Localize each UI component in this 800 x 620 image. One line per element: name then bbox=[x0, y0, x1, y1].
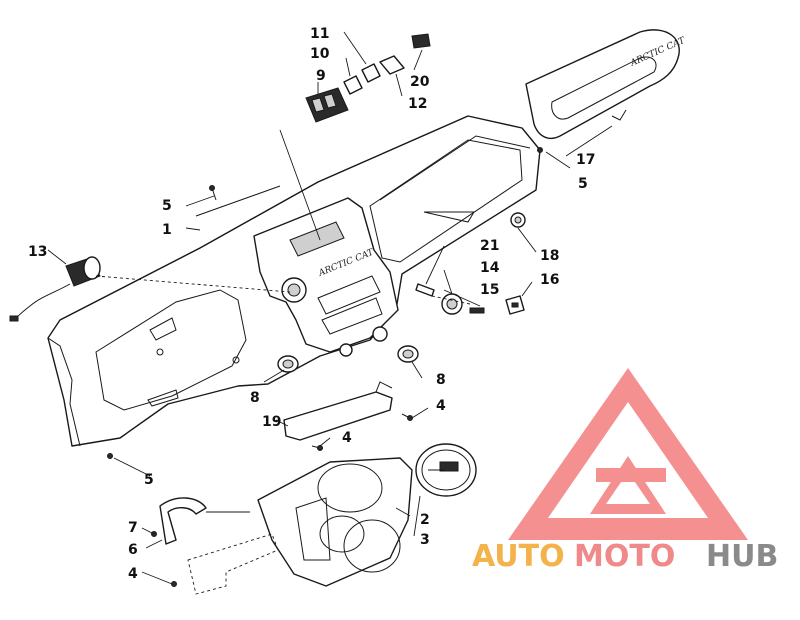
plug-8-left bbox=[277, 355, 299, 373]
callout-15: 15 bbox=[480, 282, 499, 298]
callout-3: 3 bbox=[420, 532, 430, 548]
callout-12: 12 bbox=[408, 96, 427, 112]
callout-9: 9 bbox=[316, 68, 326, 84]
callout-labels: 5 1 13 11 10 9 20 12 17 5 21 18 14 16 15… bbox=[28, 26, 595, 582]
callout-20: 20 bbox=[410, 74, 430, 90]
switch-11 bbox=[361, 63, 381, 83]
callout-8-right: 8 bbox=[436, 372, 446, 388]
callout-13: 13 bbox=[28, 244, 47, 260]
trim-ring-6 bbox=[159, 497, 207, 545]
callout-5-top: 5 bbox=[162, 198, 172, 214]
plug-8-right bbox=[397, 345, 419, 363]
screw-5-right bbox=[537, 147, 543, 153]
switch-9 bbox=[305, 87, 349, 123]
callout-18: 18 bbox=[540, 248, 559, 264]
switch-12 bbox=[379, 55, 405, 75]
ignition-13 bbox=[9, 256, 101, 322]
watermark-text: AUTO MOTO HUB bbox=[472, 539, 778, 574]
watermark-moto: MOTO bbox=[574, 539, 675, 574]
watermark-logo bbox=[508, 368, 748, 540]
switch-20 bbox=[411, 33, 431, 49]
gauge-pod-2 bbox=[257, 457, 413, 587]
callout-16: 16 bbox=[540, 272, 559, 288]
leader-lines bbox=[47, 31, 613, 585]
instrument-cover-17: ARCTIC CAT bbox=[525, 29, 687, 140]
screw-15 bbox=[469, 307, 485, 314]
knob-16 bbox=[505, 295, 525, 315]
screw-5-top bbox=[209, 185, 217, 201]
callout-10: 10 bbox=[310, 46, 330, 62]
gauge-3 bbox=[415, 443, 477, 497]
callout-5-right: 5 bbox=[578, 176, 588, 192]
callout-7: 7 bbox=[128, 520, 138, 536]
dash-panel-1: ARCTIC CAT bbox=[47, 115, 541, 447]
bracket-19 bbox=[283, 381, 393, 441]
watermark-auto: AUTO bbox=[472, 539, 565, 574]
callout-17: 17 bbox=[576, 152, 595, 168]
callout-1: 1 bbox=[162, 222, 172, 238]
callout-4-mid: 4 bbox=[342, 430, 352, 446]
grommet-18 bbox=[510, 212, 526, 228]
callout-14: 14 bbox=[480, 260, 500, 276]
callout-4-top: 4 bbox=[436, 398, 446, 414]
callout-2: 2 bbox=[420, 512, 430, 528]
callout-21: 21 bbox=[480, 238, 499, 254]
mount-outline bbox=[187, 533, 279, 595]
screw-5-bottom bbox=[107, 453, 113, 459]
callout-11: 11 bbox=[310, 26, 329, 42]
callout-8-left: 8 bbox=[250, 390, 260, 406]
callout-4-low: 4 bbox=[128, 566, 138, 582]
screw-4-top bbox=[401, 413, 413, 421]
screw-4-mid bbox=[311, 445, 323, 451]
callout-5-bottom: 5 bbox=[144, 472, 154, 488]
pin-21 bbox=[415, 283, 435, 297]
switch-10 bbox=[343, 75, 363, 95]
watermark-hub: HUB bbox=[706, 539, 778, 574]
screw-4-low bbox=[171, 581, 177, 587]
callout-19: 19 bbox=[262, 414, 281, 430]
callout-6: 6 bbox=[128, 542, 138, 558]
